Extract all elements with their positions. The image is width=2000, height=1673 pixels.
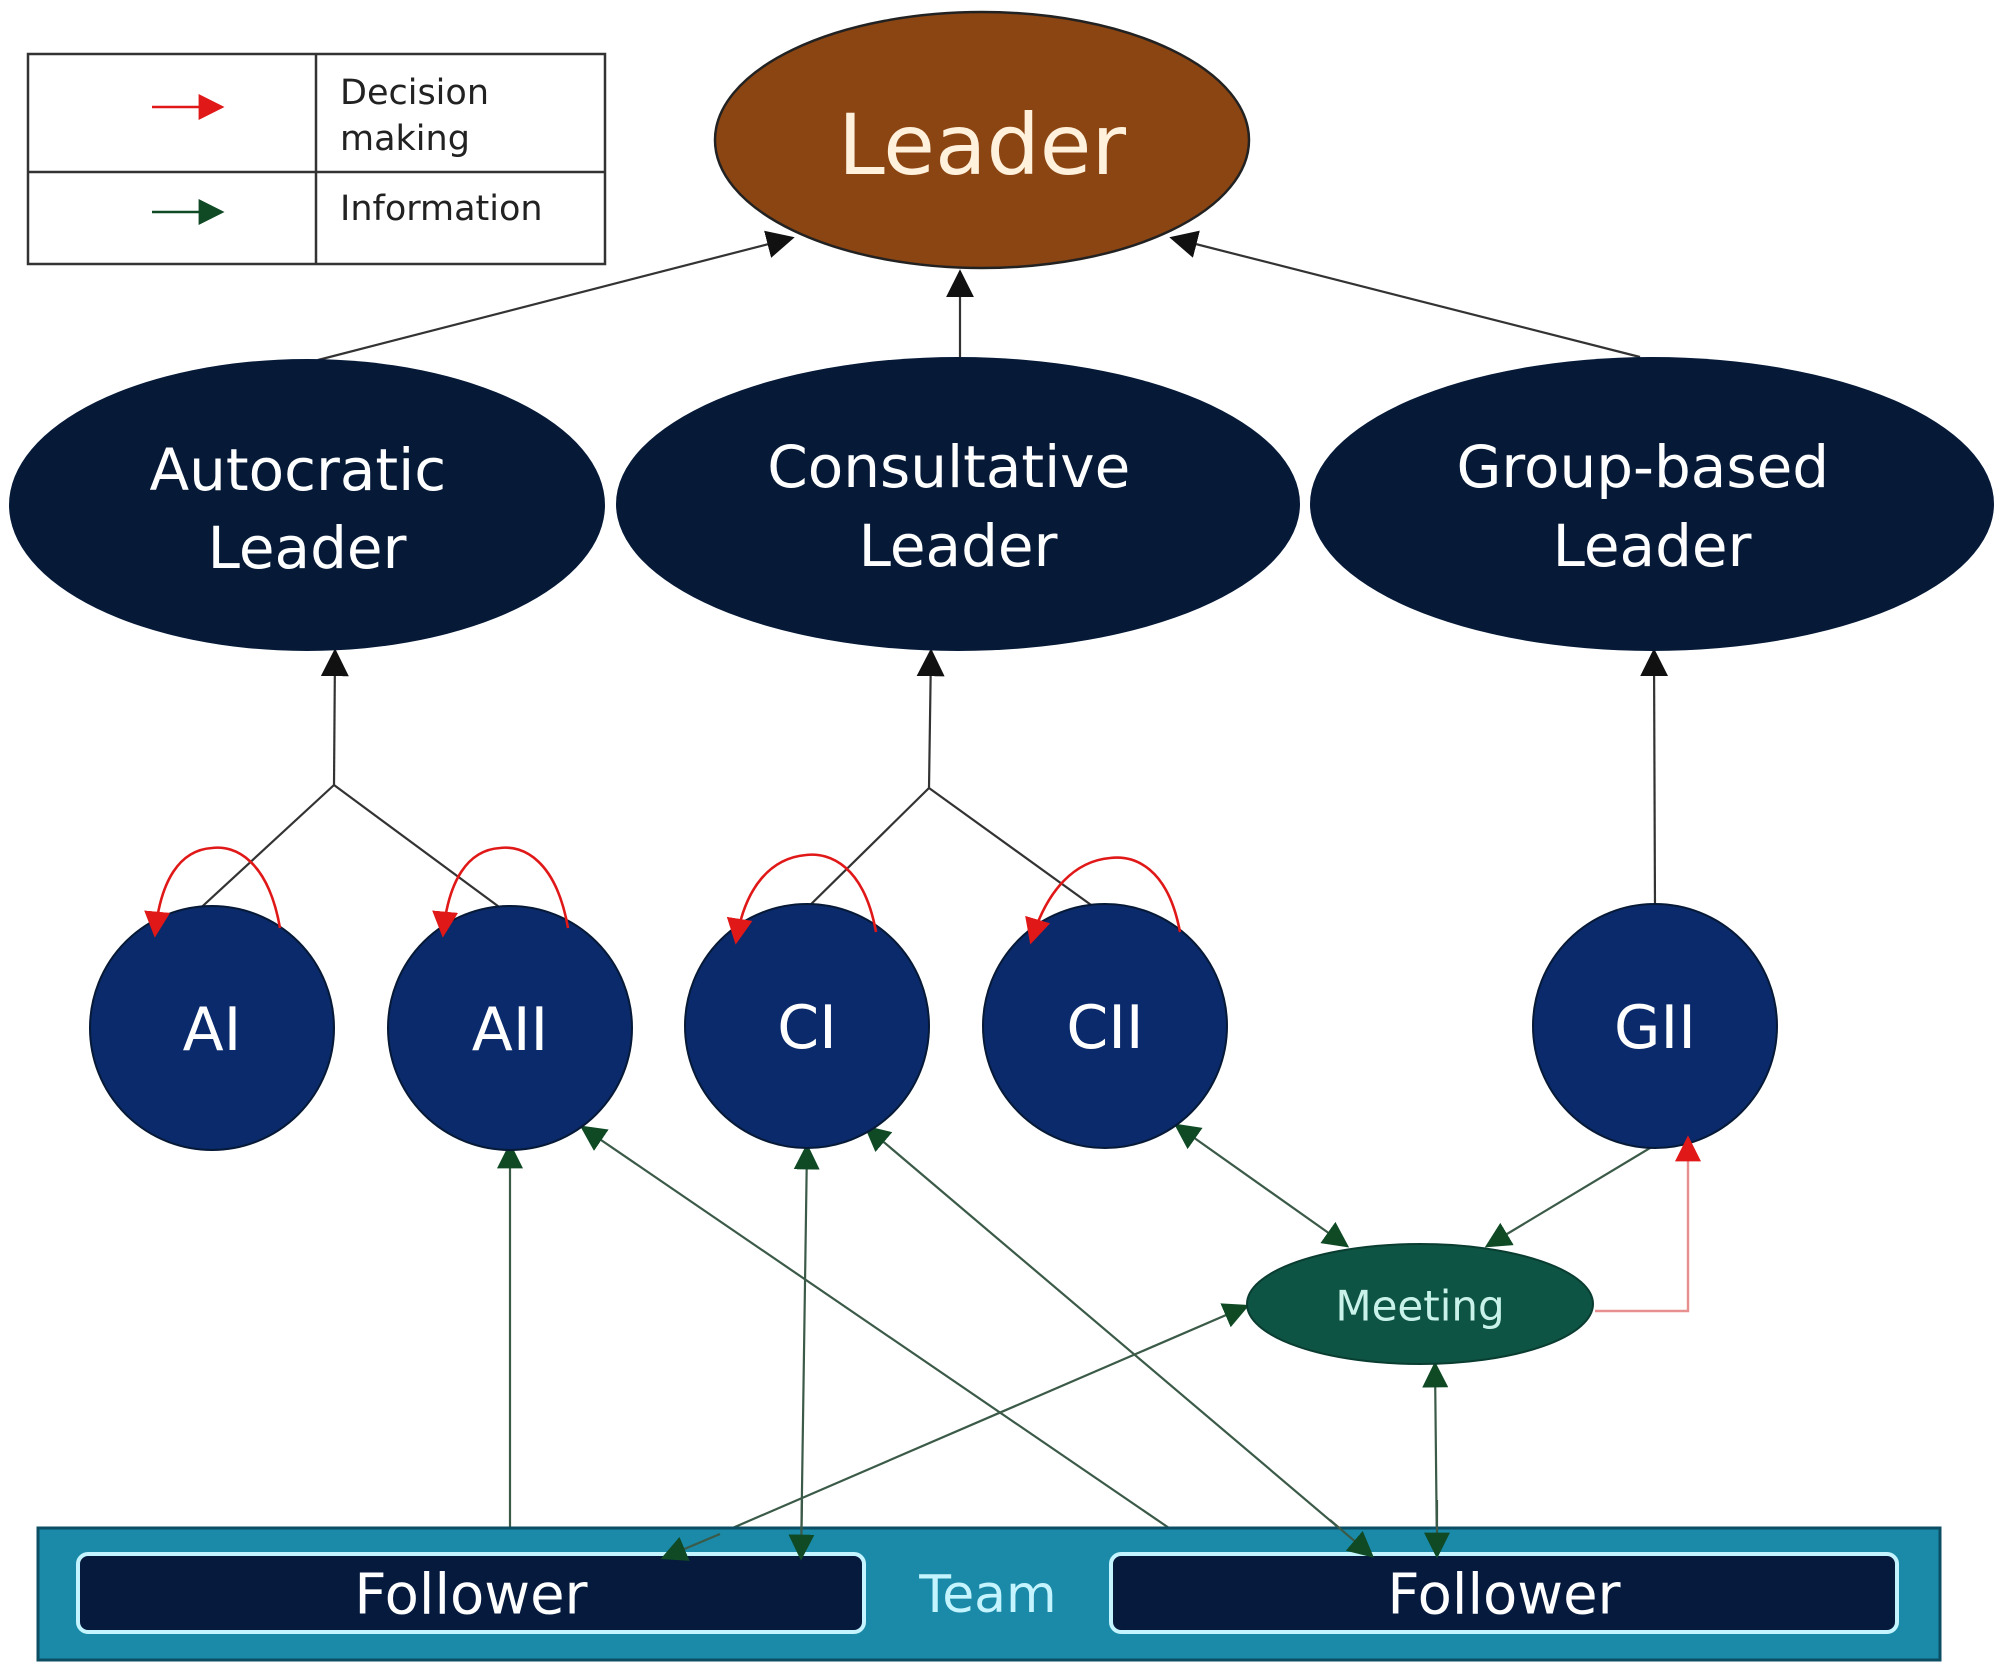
follower-1-box xyxy=(76,1552,866,1634)
hierarchy-connectors xyxy=(192,230,1669,916)
autocratic-leader-node[interactable]: Autocratic Leader xyxy=(9,359,605,651)
follower-1[interactable]: Follower xyxy=(76,1552,866,1634)
autocratic-leader-ellipse xyxy=(9,359,605,651)
decision-loop-cii xyxy=(1025,856,1182,945)
edge-meeting-to-gii-decision xyxy=(1595,1135,1701,1313)
edge-overlay-ci-follower2 xyxy=(1329,1519,1374,1558)
legend-label-information: Information xyxy=(340,189,543,229)
style-label-gii: GII xyxy=(1614,993,1696,1063)
style-node-ci[interactable]: CI xyxy=(684,903,930,1149)
style-label-ai: AI xyxy=(183,995,242,1065)
svg-text:Autocratic Leader: Autocratic Leader xyxy=(149,436,464,582)
meeting-node[interactable]: Meeting xyxy=(1246,1243,1594,1365)
autocratic-label-line2: Leader xyxy=(208,514,407,582)
follower-1-label: Follower xyxy=(354,1563,588,1628)
group-based-label-line2: Leader xyxy=(1553,512,1752,580)
style-label-aii: AII xyxy=(472,995,548,1065)
edge-overlay-meeting-follower1 xyxy=(660,1532,721,1561)
edge-follower1-meeting xyxy=(660,1303,1250,1561)
style-node-aii[interactable]: AII xyxy=(387,905,633,1151)
style-node-cii[interactable]: CII xyxy=(982,903,1228,1149)
decision-loop-ci xyxy=(726,853,878,945)
edge-cii-meeting xyxy=(1173,1123,1350,1248)
edge-aii-to-a-branch xyxy=(333,784,511,916)
meeting-ellipse xyxy=(1246,1243,1594,1365)
legend: Decision making Information xyxy=(26,52,607,266)
style-circle-ci xyxy=(684,903,930,1149)
team-bar: Follower Team Follower xyxy=(36,1526,1942,1662)
follower-2-label: Follower xyxy=(1387,1563,1621,1628)
edge-groupbased-to-leader xyxy=(1169,230,1641,359)
consultative-leader-node[interactable]: Consultative Leader xyxy=(616,357,1300,651)
consultative-label-line1: Consultative xyxy=(767,433,1130,501)
edge-ai-to-a-branch xyxy=(192,784,335,916)
edge-autocratic-to-leader xyxy=(317,230,795,362)
meeting-label: Meeting xyxy=(1335,1282,1504,1331)
leader-label: Leader xyxy=(838,96,1126,194)
edge-a-branch-to-autocratic xyxy=(320,648,349,786)
team-label: Team xyxy=(918,1565,1056,1625)
edge-gii-to-groupbased xyxy=(1640,648,1669,913)
decision-loop-ai xyxy=(144,846,282,938)
svg-text:Consultative Leader: Consultative Leader xyxy=(767,433,1148,580)
edge-overlay-ci-follower1 xyxy=(788,1499,815,1561)
style-label-cii: CII xyxy=(1066,993,1143,1063)
style-node-ai[interactable]: AI xyxy=(89,905,335,1151)
group-based-leader-ellipse xyxy=(1310,357,1994,651)
leader-node[interactable]: Leader xyxy=(713,10,1251,270)
edge-gii-to-meeting xyxy=(1484,1144,1656,1248)
decision-loop-aii xyxy=(432,846,570,938)
edge-cii-to-c-branch xyxy=(928,787,1106,916)
edge-c-branch-to-consultative xyxy=(916,648,945,789)
legend-label-decision-line2: making xyxy=(340,119,470,159)
decision-loops xyxy=(144,846,1182,945)
consultative-leader-ellipse xyxy=(616,357,1300,651)
legend-row-decision: Decision making xyxy=(152,73,500,159)
style-circle-ai xyxy=(89,905,335,1151)
style-nodes: AI AII CI CII GII xyxy=(89,903,1778,1151)
svg-text:Group-based Leader: Group-based Leader xyxy=(1456,433,1847,580)
edge-follower2-to-aii xyxy=(579,1125,1211,1557)
autocratic-label-line1: Autocratic xyxy=(149,436,446,504)
legend-label-decision-line1: Decision xyxy=(340,73,489,113)
group-based-leader-node[interactable]: Group-based Leader xyxy=(1310,357,1994,651)
svg-text:Decision making: Decision making xyxy=(340,73,500,159)
style-circle-gii xyxy=(1532,903,1778,1149)
follower-2[interactable]: Follower xyxy=(1109,1552,1899,1634)
style-circle-cii xyxy=(982,903,1228,1149)
legend-row-information: Information xyxy=(152,189,543,229)
follower-2-box xyxy=(1109,1552,1899,1634)
leader-ellipse xyxy=(713,10,1251,270)
consultative-label-line2: Leader xyxy=(859,512,1058,580)
group-based-label-line1: Group-based xyxy=(1456,433,1829,501)
style-node-gii[interactable]: GII xyxy=(1532,903,1778,1149)
team-arrowheads xyxy=(660,1499,1450,1561)
style-circle-aii xyxy=(387,905,633,1151)
style-label-ci: CI xyxy=(777,993,837,1063)
edge-ci-to-c-branch xyxy=(799,787,930,916)
